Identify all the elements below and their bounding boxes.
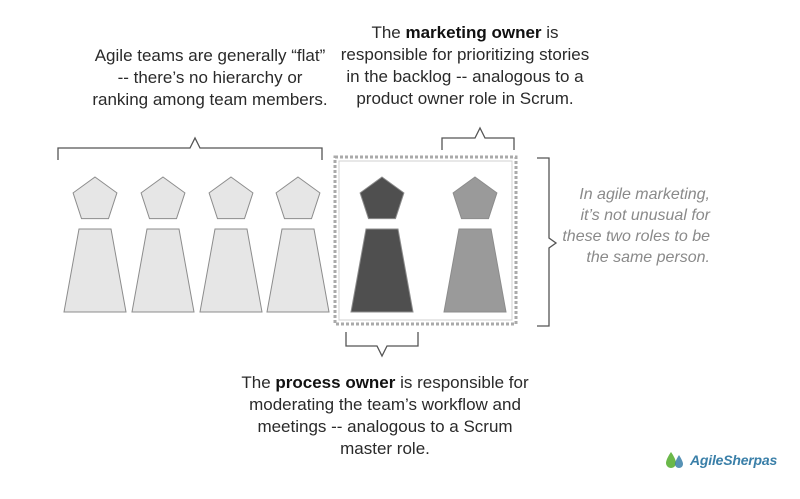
figure-team-member — [266, 176, 330, 313]
figures-group — [63, 176, 507, 313]
marketing-caption-pre: The — [371, 23, 406, 42]
figure-body — [443, 228, 507, 313]
figure-team-member — [63, 176, 127, 313]
figure-head — [72, 176, 118, 220]
marketing-owner-bracket — [441, 126, 515, 150]
marketing-caption-post: is responsible for prioritizing stories … — [340, 23, 590, 108]
figure-body — [350, 228, 414, 313]
process-owner-term: process owner — [275, 373, 396, 392]
agilesherpas-logo: AgileSherpas — [664, 446, 784, 474]
figure-head — [359, 176, 405, 220]
figure-process-owner — [350, 176, 414, 313]
process-caption-post: is responsible for moderating the team’s… — [249, 373, 529, 458]
figure-body — [131, 228, 195, 313]
figure-team-member — [131, 176, 195, 313]
figure-team-member — [199, 176, 263, 313]
figure-body — [199, 228, 263, 313]
same-person-bracket — [537, 157, 558, 327]
agilesherpas-drops-icon — [666, 452, 683, 468]
team-caption-text: Agile teams are generally “flat” -- ther… — [92, 46, 328, 109]
figure-head — [140, 176, 186, 220]
figure-body — [63, 228, 127, 313]
figure-marketing-owner — [443, 176, 507, 313]
team-caption: Agile teams are generally “flat” -- ther… — [90, 45, 330, 111]
figure-body — [266, 228, 330, 313]
team-bracket — [57, 136, 323, 160]
logo-text: AgileSherpas — [690, 452, 778, 468]
process-owner-bracket — [345, 332, 419, 358]
marketing-owner-term: marketing owner — [405, 23, 542, 42]
figure-head — [275, 176, 321, 220]
process-owner-caption: The process owner is responsible for mod… — [240, 372, 530, 460]
figure-head — [452, 176, 498, 220]
process-caption-pre: The — [241, 373, 276, 392]
owner-roles-box — [333, 155, 518, 326]
figure-head — [208, 176, 254, 220]
same-person-note: In agile marketing, it’s not unusual for… — [562, 186, 710, 266]
marketing-owner-caption: The marketing owner is responsible for p… — [340, 22, 590, 110]
